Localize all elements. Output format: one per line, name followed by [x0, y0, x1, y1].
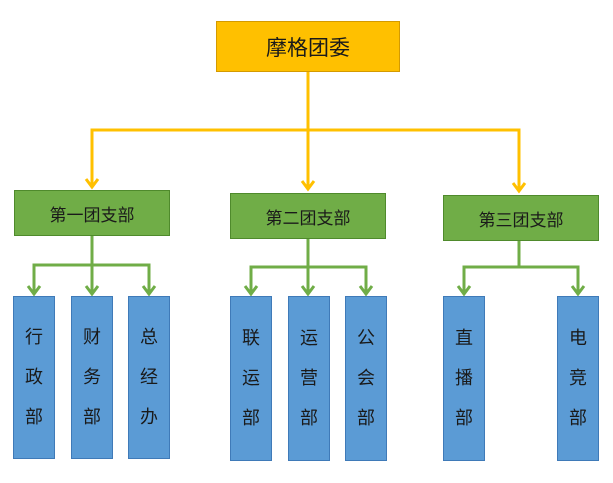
dept-char: 播: [455, 367, 473, 389]
dept-char: 务: [83, 366, 101, 388]
dept-char: 部: [242, 407, 260, 429]
branch-node-3: 第三团支部: [443, 195, 599, 241]
dept-char: 财: [83, 326, 101, 348]
dept-char: 部: [25, 406, 43, 428]
dept-char: 运: [242, 367, 260, 389]
dept-char: 部: [455, 407, 473, 429]
dept-char: 部: [83, 406, 101, 428]
dept-char: 部: [300, 407, 318, 429]
dept-char: 会: [357, 367, 375, 389]
dept-char: 竞: [569, 367, 587, 389]
dept-char: 营: [300, 367, 318, 389]
arrow-head-icon: [358, 285, 374, 297]
branch-node-1: 第一团支部: [14, 190, 170, 236]
dept-char: 运: [300, 327, 318, 349]
dept-char: 部: [357, 407, 375, 429]
dept-node-2-3: 公 会 部: [345, 296, 387, 461]
dept-char: 经: [140, 366, 158, 388]
dept-char: 电: [569, 327, 587, 349]
root-node: 摩格团委: [216, 21, 400, 72]
root-label: 摩格团委: [266, 35, 350, 60]
arrow-head-icon: [84, 285, 100, 297]
dept-node-1-3: 总 经 办: [128, 296, 170, 459]
arrow-head-icon: [511, 182, 527, 194]
dept-node-1-1: 行 政 部: [13, 296, 55, 459]
arrow-head-icon: [26, 285, 42, 297]
arrow-head-icon: [84, 178, 100, 190]
dept-char: 直: [455, 327, 473, 349]
dept-node-2-1: 联 运 部: [230, 296, 272, 461]
dept-char: 总: [140, 326, 158, 348]
dept-char: 公: [357, 327, 375, 349]
arrow-head-icon: [300, 180, 316, 192]
dept-node-3-1: 直 播 部: [443, 296, 485, 461]
dept-char: 联: [242, 327, 260, 349]
dept-node-1-2: 财 务 部: [71, 296, 113, 459]
branch-label: 第三团支部: [478, 210, 564, 231]
arrow-head-icon: [570, 285, 586, 297]
arrow-head-icon: [456, 285, 472, 297]
dept-char: 部: [569, 407, 587, 429]
dept-char: 行: [25, 326, 43, 348]
branch-label: 第二团支部: [265, 208, 351, 229]
branch-node-2: 第二团支部: [230, 193, 386, 239]
arrow-head-icon: [141, 285, 157, 297]
dept-node-2-2: 运 营 部: [288, 296, 330, 461]
arrow-head-icon: [300, 285, 316, 297]
dept-char: 办: [140, 406, 158, 428]
arrow-head-icon: [243, 285, 259, 297]
dept-node-3-2: 电 竞 部: [557, 296, 599, 461]
branch-label: 第一团支部: [49, 205, 135, 226]
dept-char: 政: [25, 366, 43, 388]
